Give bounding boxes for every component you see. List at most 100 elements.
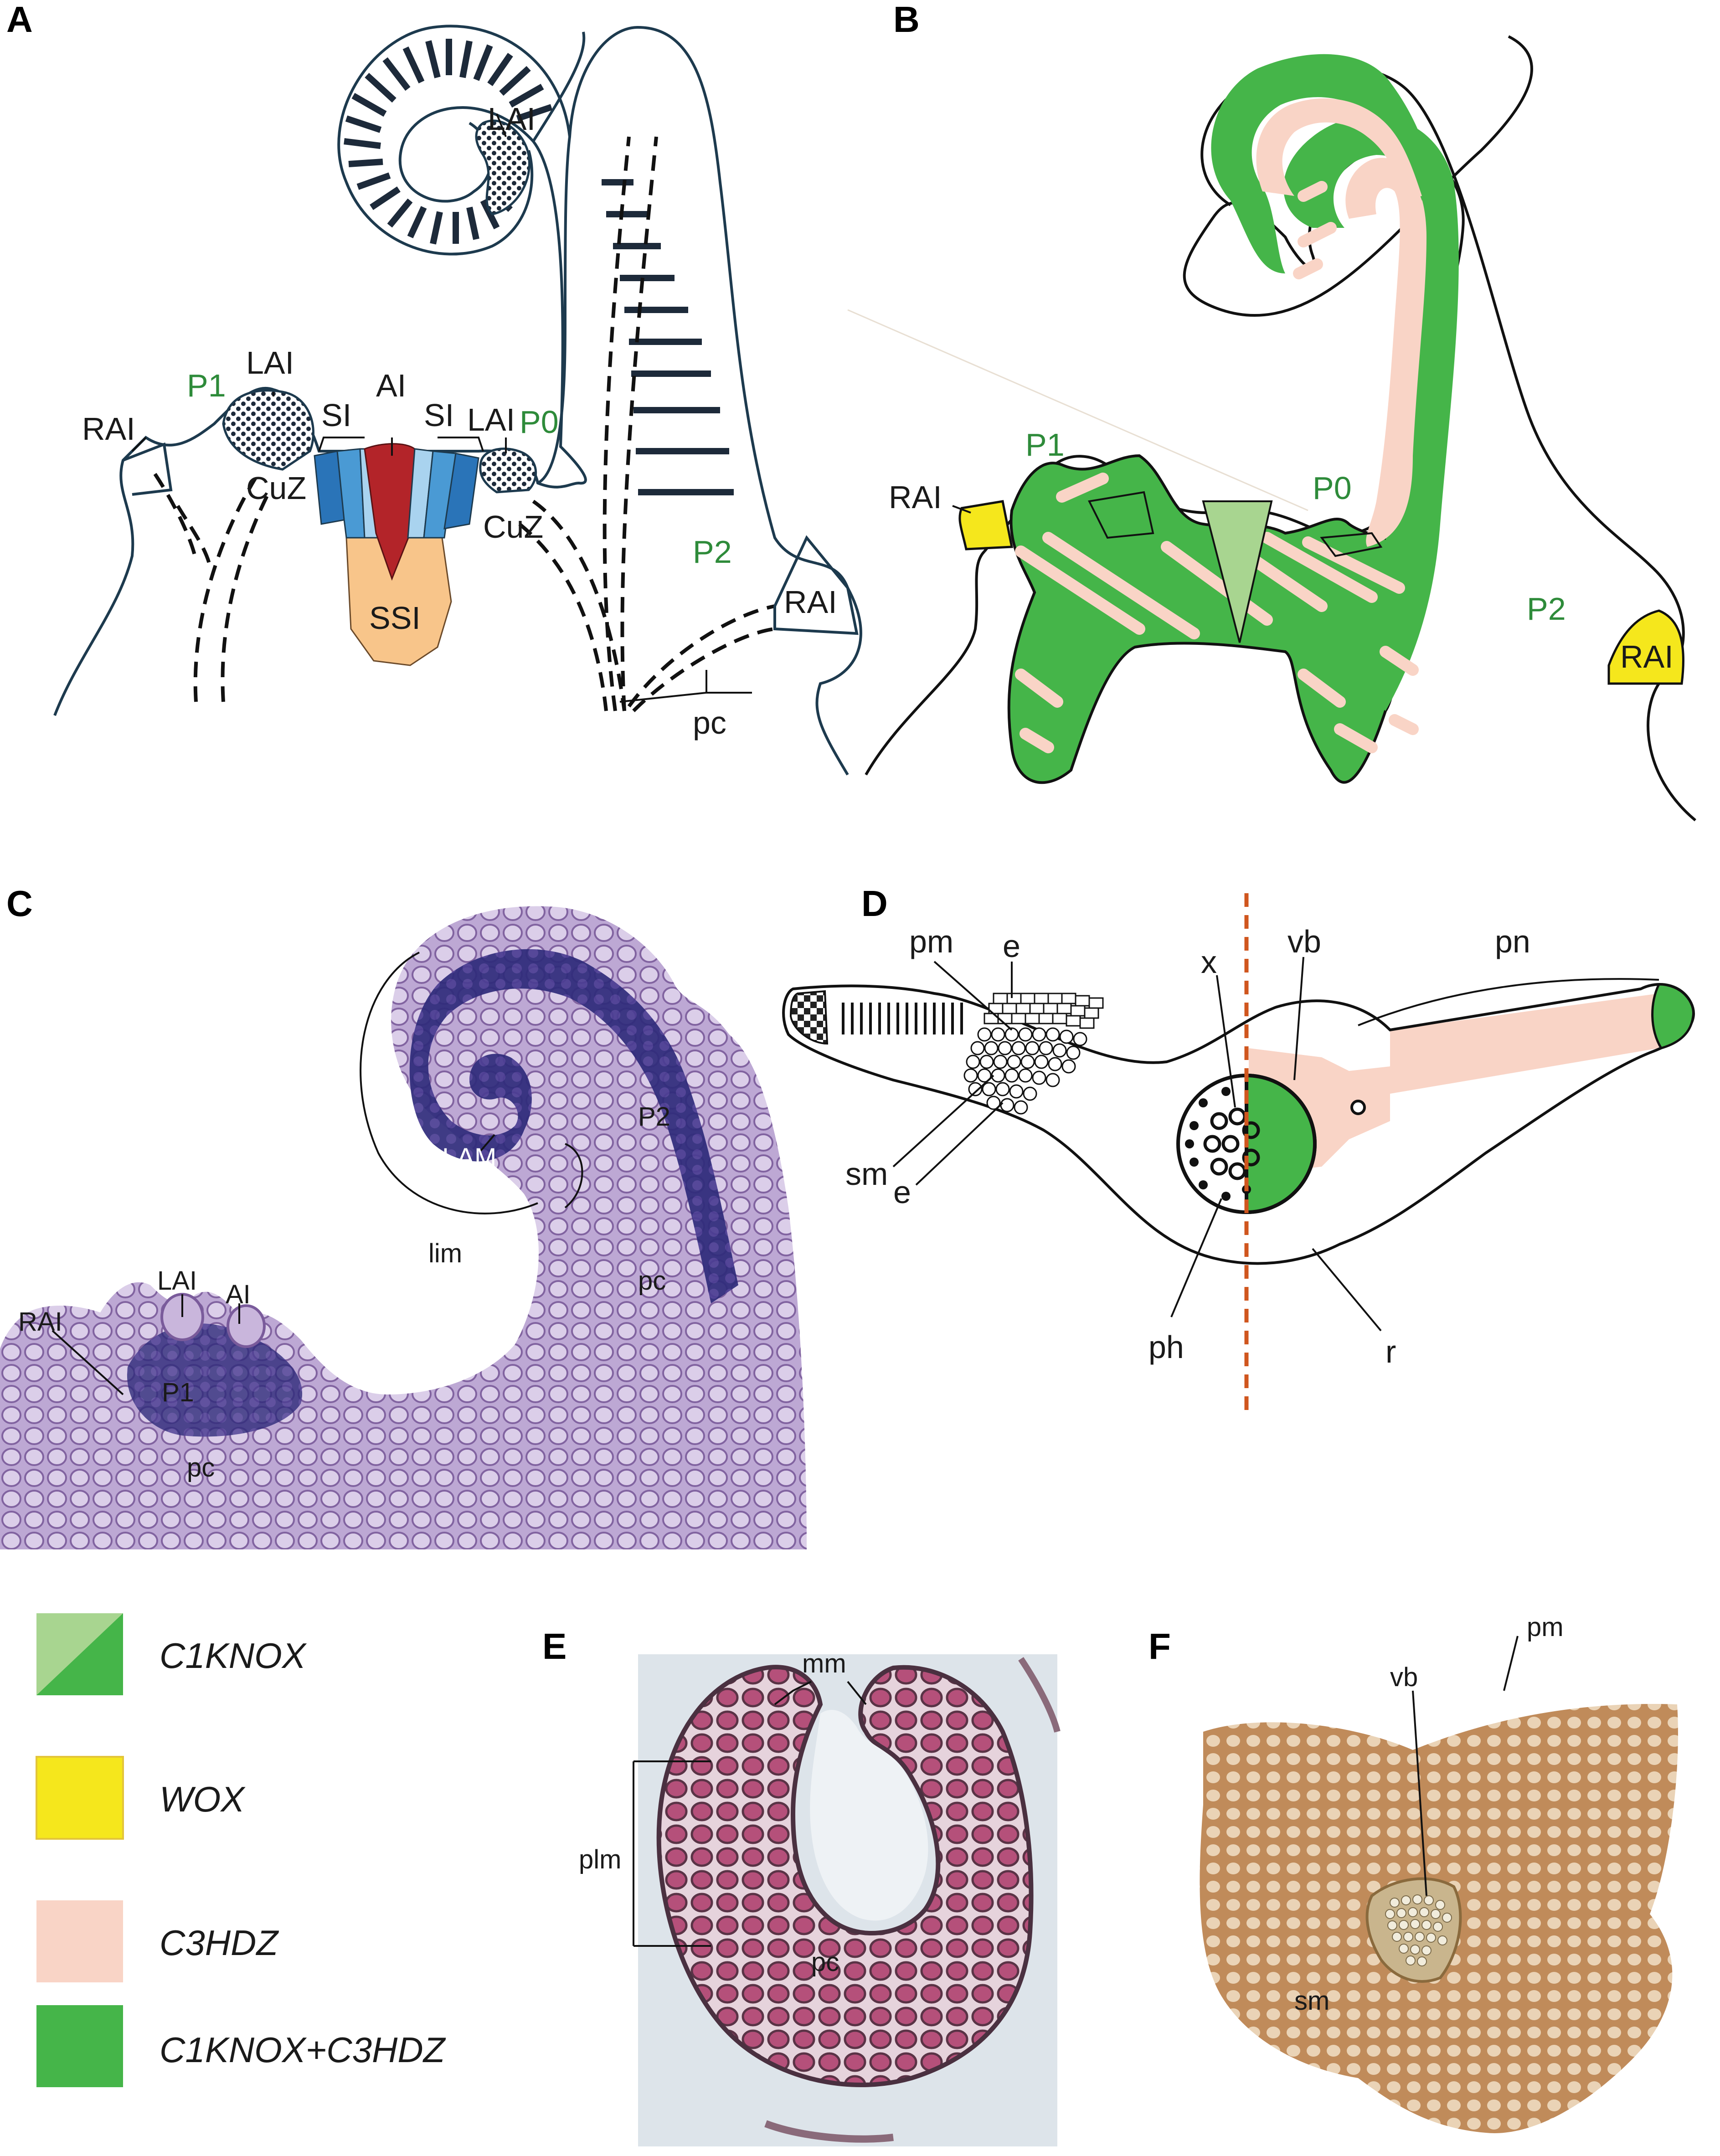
panel-c-bracket-outer — [360, 952, 538, 1214]
panel-c-ai-bump — [227, 1304, 266, 1348]
panel-d-label-x: x — [1201, 944, 1217, 980]
panel-a-label-lai-p0: LAI — [467, 402, 515, 437]
panel-e-section — [656, 1665, 1034, 2087]
panel-d-pink-pn — [1390, 993, 1659, 1094]
panel-e: E mm plm pc — [542, 1626, 1061, 2146]
panel-c-label-p2: P2 — [638, 1102, 670, 1132]
panel-a-label-rai-right: RAI — [784, 584, 837, 620]
panel-f-vb-leader — [1412, 1690, 1427, 1896]
panel-a-label-lai-top: LAI — [488, 101, 536, 137]
panel-c-bracket-inner — [564, 1143, 583, 1209]
panel-a-p1-lai — [222, 389, 314, 471]
legend-label-c1knox-c3hdz: C1KNOX+C3HDZ — [160, 2030, 446, 2070]
panel-d-bars — [842, 1003, 963, 1034]
panel-a-p2-outline — [337, 25, 862, 776]
panel-c-label-ai: AI — [226, 1280, 251, 1309]
panel-a-spiral-ticks — [344, 39, 553, 245]
panel-a-spiral-lai — [475, 119, 530, 216]
panel-b-rai-left — [958, 500, 1014, 551]
panel-a-si-mid-left — [336, 448, 366, 539]
panel-e-lumen — [810, 1709, 928, 1921]
panel-d: D — [782, 883, 1695, 1413]
panel-a-label-cuz-right: CuZ — [483, 509, 543, 545]
panel-f-pm-leader — [1503, 1636, 1519, 1691]
panel-b: B — [847, 0, 1696, 822]
panel-label-a: A — [6, 0, 33, 40]
legend-item-c1knox-c3hdz: C1KNOX+C3HDZ — [36, 2005, 446, 2087]
panel-b-p0-poly — [1320, 532, 1383, 557]
panel-d-label-vb: vb — [1287, 924, 1321, 959]
panel-a-label-lai-p1: LAI — [246, 345, 294, 381]
panel-c-label-pc-right: pc — [638, 1266, 666, 1296]
legend-label-wox: WOX — [160, 1779, 246, 1819]
panel-a-label-si-left: SI — [321, 397, 351, 433]
panel-d-small-pore — [1350, 1100, 1366, 1115]
panel-e-label-plm: plm — [579, 1845, 621, 1874]
legend-item-wox: WOX — [36, 1756, 246, 1840]
panel-c-label-lai: LAI — [157, 1266, 197, 1296]
panel-a: A — [6, 0, 862, 776]
panel-c-tissue — [0, 906, 807, 1549]
panel-a-trace-right — [627, 604, 775, 712]
panel-e-label-mm: mm — [802, 1649, 846, 1678]
panel-a-ssi — [345, 537, 452, 666]
panel-a-label-pc: pc — [693, 705, 726, 741]
panel-label-c: C — [6, 883, 33, 924]
panel-b-pink-stripes — [1015, 181, 1419, 753]
panel-d-label-e-bottom: e — [893, 1174, 911, 1210]
panel-d-label-e-top: e — [1003, 928, 1020, 964]
panel-a-label-p1: P1 — [187, 368, 226, 403]
panel-e-bottom-tissue — [764, 2120, 894, 2143]
panel-label-e: E — [542, 1626, 566, 1667]
panel-b-p1-poly — [1088, 491, 1154, 539]
panel-b-label-p1: P1 — [1025, 427, 1065, 463]
panel-a-rai-left — [122, 442, 173, 496]
panel-c-label-pc-left: pc — [187, 1453, 215, 1482]
panel-c-stain-spiral — [409, 949, 738, 1303]
panel-f-label-pm: pm — [1527, 1612, 1564, 1642]
panel-c-rai-leader — [51, 1330, 124, 1395]
panel-a-apex-outline — [53, 31, 587, 716]
panel-b-label-p0: P0 — [1313, 470, 1352, 506]
panel-c-label-lim: lim — [428, 1239, 462, 1268]
panel-b-label-rai-left: RAI — [889, 479, 942, 515]
panel-b-center-triangle — [1202, 500, 1273, 643]
panel-d-checker-tip — [789, 990, 829, 1045]
panel-a-leaders — [131, 113, 752, 703]
legend-label-c1knox: C1KNOX — [160, 1636, 307, 1676]
panel-c-lam-leader — [480, 1134, 495, 1152]
panel-d-label-pn: pn — [1495, 924, 1530, 959]
panel-d-label-ph: ph — [1148, 1329, 1184, 1365]
panel-d-leaders — [892, 957, 1382, 1332]
legend-swatch-wox — [36, 1756, 124, 1840]
panel-c: C LAM P2 lim LAI AI RAI P1 pc pc — [0, 883, 807, 1549]
panel-label-d: D — [861, 883, 888, 924]
panel-c-label-rai: RAI — [18, 1307, 62, 1337]
panel-f-label-sm: sm — [1294, 1986, 1329, 2016]
panel-a-central-apex — [314, 443, 479, 666]
panel-d-outline — [782, 983, 1695, 1265]
legend-swatch-c3hdz — [36, 1900, 123, 1982]
panel-f: F pm vb sm — [1148, 1612, 1678, 2133]
panel-a-label-cuz-left: CuZ — [246, 470, 306, 506]
panel-a-p0-lai — [479, 448, 537, 494]
panel-b-rai-right — [1607, 609, 1684, 685]
legend-swatch-c1knox-c3hdz — [36, 2005, 123, 2087]
legend-item-c3hdz: C3HDZ — [36, 1900, 279, 1982]
panel-e-label-pc: pc — [811, 1947, 839, 1977]
panel-e-plm-bracket — [633, 1760, 711, 1947]
panel-d-vb-green — [1245, 1073, 1317, 1214]
panel-a-rai-right — [773, 535, 859, 635]
panel-d-label-pm: pm — [909, 924, 953, 959]
panel-d-green-tip — [1651, 983, 1695, 1050]
panel-d-pn-arc — [1358, 978, 1659, 1026]
panel-c-label-lam: LAM — [442, 1143, 496, 1173]
panel-b-pink-arm — [1345, 158, 1426, 547]
panel-a-ai-red — [364, 443, 416, 581]
legend-label-c3hdz: C3HDZ — [160, 1923, 279, 1963]
legend-swatch-c1knox-light — [36, 1613, 123, 1695]
legend-item-c1knox: C1KNOX — [36, 1613, 307, 1695]
panel-label-b: B — [893, 0, 920, 40]
panel-d-phloem — [1185, 1087, 1251, 1201]
